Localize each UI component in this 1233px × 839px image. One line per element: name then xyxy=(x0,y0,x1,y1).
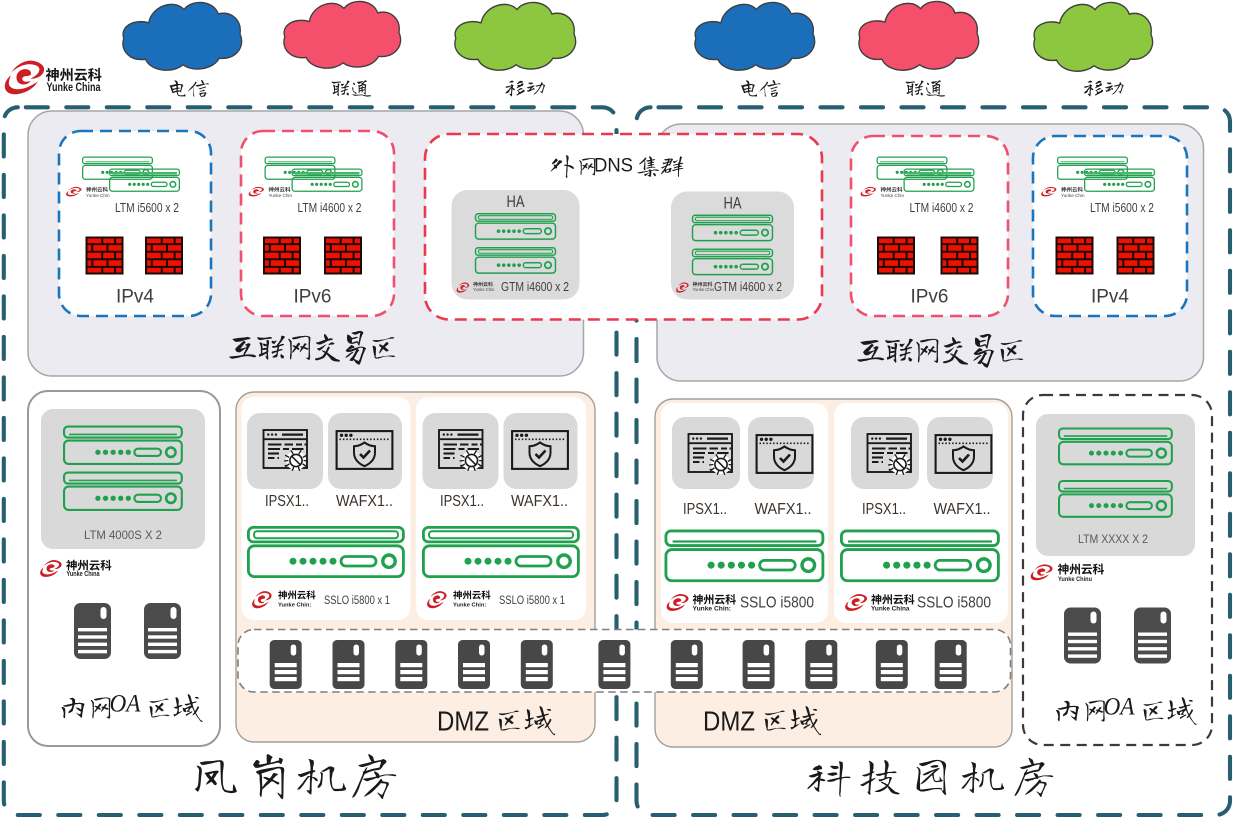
svg-text:Yunke Chinu: Yunke Chinu xyxy=(1058,576,1092,583)
svg-text:LTM i4600 x 2: LTM i4600 x 2 xyxy=(910,200,974,215)
svg-text:IPSX1..: IPSX1.. xyxy=(265,493,309,510)
svg-text:LTM 4000S X 2: LTM 4000S X 2 xyxy=(84,530,162,542)
svg-text:Yunke Chin: Yunke Chin xyxy=(473,287,495,292)
svg-text:OA: OA xyxy=(110,689,141,718)
svg-text:IPv6: IPv6 xyxy=(294,286,332,308)
svg-text:Yunke Chin: Yunke Chin xyxy=(1061,193,1085,198)
svg-text:Yunke Chin: Yunke Chin xyxy=(693,287,715,292)
svg-text:SSLO i5800 x 1: SSLO i5800 x 1 xyxy=(324,595,390,607)
svg-text:IPSX1..: IPSX1.. xyxy=(683,501,727,518)
svg-text:SSLO i5800: SSLO i5800 xyxy=(917,595,991,612)
svg-text:SSLO i5800 x 1: SSLO i5800 x 1 xyxy=(499,595,565,607)
svg-text:Yunke Chin:: Yunke Chin: xyxy=(453,603,486,609)
svg-text:DNS: DNS xyxy=(594,156,633,177)
svg-text:LTM i5600 x 2: LTM i5600 x 2 xyxy=(1090,200,1154,215)
svg-text:Yunke China: Yunke China xyxy=(67,571,100,578)
svg-text:IPSX1..: IPSX1.. xyxy=(440,493,484,510)
svg-text:Yunke Chin: Yunke Chin xyxy=(881,193,905,198)
svg-text:Yunke Chin:: Yunke Chin: xyxy=(693,606,732,613)
svg-text:IPv4: IPv4 xyxy=(1091,286,1129,308)
svg-text:Yunke Chin: Yunke Chin xyxy=(269,193,293,198)
svg-text:HA: HA xyxy=(724,195,742,213)
svg-text:GTM i4600 x 2: GTM i4600 x 2 xyxy=(501,280,569,294)
svg-text:WAFX1..: WAFX1.. xyxy=(755,501,812,518)
svg-text:WAFX1..: WAFX1.. xyxy=(511,493,568,510)
svg-text:DMZ: DMZ xyxy=(437,706,489,737)
svg-text:WAFX1..: WAFX1.. xyxy=(336,493,393,510)
svg-text:LTM XXXX X 2: LTM XXXX X 2 xyxy=(1078,534,1148,546)
svg-text:WAFX1..: WAFX1.. xyxy=(934,501,991,518)
svg-text:IPv4: IPv4 xyxy=(116,286,154,308)
svg-text:SSLO i5800: SSLO i5800 xyxy=(740,595,814,612)
svg-text:Yunke Chin: Yunke Chin xyxy=(86,193,110,198)
svg-text:HA: HA xyxy=(507,193,525,211)
svg-text:IPv6: IPv6 xyxy=(911,286,949,308)
svg-text:Yunke China: Yunke China xyxy=(47,80,101,94)
svg-text:DMZ: DMZ xyxy=(703,706,755,737)
svg-text:OA: OA xyxy=(1104,692,1135,721)
svg-text:GTM i4600 x 2: GTM i4600 x 2 xyxy=(714,280,782,294)
svg-text:Yunke Chin:: Yunke Chin: xyxy=(278,603,311,609)
svg-text:LTM i5600 x 2: LTM i5600 x 2 xyxy=(115,200,179,215)
svg-text:LTM i4600 x 2: LTM i4600 x 2 xyxy=(298,200,362,215)
svg-text:IPSX1..: IPSX1.. xyxy=(862,501,906,518)
svg-text:Yunke China: Yunke China xyxy=(871,606,910,613)
